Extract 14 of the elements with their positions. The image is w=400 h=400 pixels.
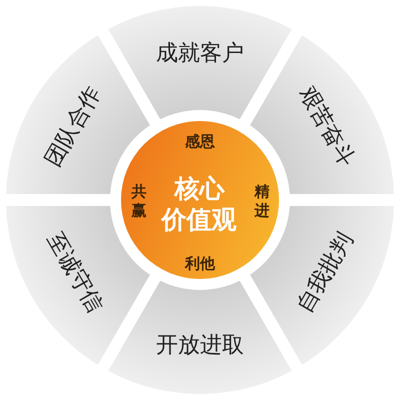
segment-label: 团队合作 <box>42 83 106 171</box>
ring-segment <box>108 280 292 394</box>
value-label: 精进 <box>254 182 270 220</box>
segment-label: 至诚守信 <box>42 229 106 317</box>
value-label: 利他 <box>185 254 215 274</box>
center-title: 核心价值观 <box>161 172 237 236</box>
ring-segment <box>108 6 292 120</box>
center-circle <box>121 121 279 279</box>
segment-label: 开放进取 <box>156 335 244 357</box>
segment-label: 自我批判 <box>294 229 358 317</box>
segment-label: 成就客户 <box>156 43 244 65</box>
value-label: 共赢 <box>131 182 147 220</box>
value-label: 感恩 <box>185 132 215 152</box>
segment-label: 艰苦奋斗 <box>294 83 358 171</box>
